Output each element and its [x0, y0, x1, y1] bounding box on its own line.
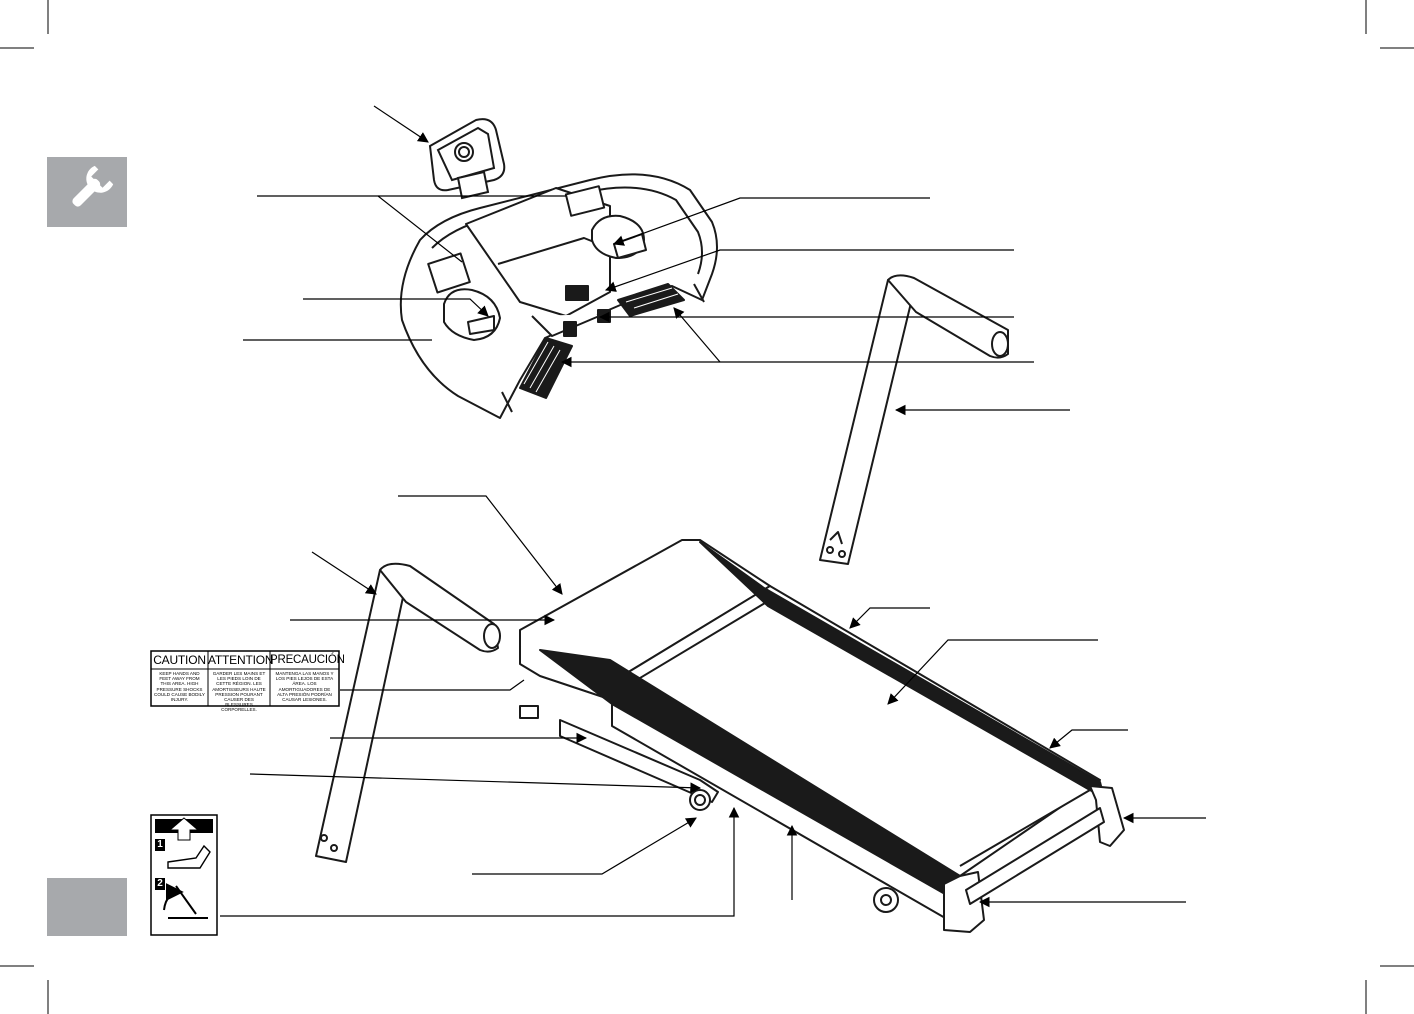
caution-heading-en: CAUTION — [153, 653, 206, 667]
leader-lines — [220, 105, 1206, 917]
left-upright — [315, 562, 501, 863]
fold-label — [150, 814, 218, 936]
console-assembly — [399, 173, 718, 419]
wrench-icon — [72, 165, 114, 207]
section-tab-wrench — [47, 157, 127, 227]
fold-step-1: 1 — [157, 839, 163, 850]
safety-key — [428, 118, 506, 200]
fold-step-2: 2 — [157, 878, 163, 889]
caution-heading-fr: ATTENTION — [208, 653, 274, 667]
caution-text-fr: GARDER LES MAINS ET LES PIEDS LOIN DE CE… — [212, 671, 266, 713]
caution-text-en: KEEP HANDS AND FEET AWAY FROM THIS AREA.… — [154, 671, 205, 703]
caution-label — [150, 650, 340, 707]
caution-text-es: MANTENGA LAS MANOS Y LOS PIES LEJOS DE E… — [275, 671, 334, 703]
caution-heading-es: PRECAUCIÓN — [270, 654, 345, 666]
treadmill-base — [519, 539, 1125, 933]
section-tab-blank — [47, 878, 127, 936]
right-upright — [819, 274, 1009, 565]
